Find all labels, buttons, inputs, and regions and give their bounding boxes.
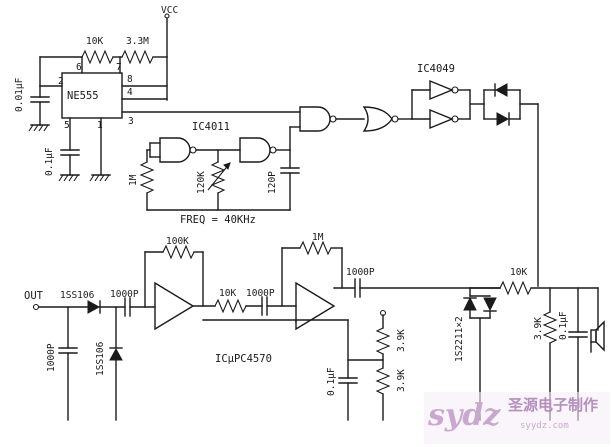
- opamp-1: [154, 281, 195, 331]
- resistor-10k-mid: [214, 298, 247, 314]
- resistor-3m3: [121, 49, 154, 65]
- resistor-10k-out: [499, 280, 532, 296]
- ground-symbol: [28, 124, 50, 132]
- ic4049-label: IC4049: [417, 63, 455, 75]
- out-terminal[interactable]: [32, 303, 40, 311]
- c-right-label: 0.1μF: [558, 311, 569, 340]
- c-mid-label: 1000P: [246, 288, 275, 299]
- c-120p-label: 120P: [267, 171, 278, 194]
- diode-pair-b: [483, 297, 497, 312]
- diode-lower: [496, 112, 510, 126]
- c-out2-label: 1000P: [346, 267, 375, 278]
- ic4011-label: IC4011: [192, 121, 230, 133]
- ne555-pin-5: 5: [64, 120, 70, 131]
- r-3k9-a-label: 3.9K: [396, 329, 407, 352]
- nand-gate-1: [159, 137, 191, 163]
- ne555-pin-7: 7: [116, 62, 122, 73]
- or-gate: [362, 106, 393, 132]
- transducer-icon: [590, 329, 597, 343]
- icupc4570-label: ICμPC4570: [215, 353, 272, 365]
- c-shunt-label: 1000P: [46, 343, 57, 372]
- d-shunt-label: 1SS106: [95, 341, 106, 376]
- ne555-pin-4: 4: [127, 87, 133, 98]
- resistor-3k9-a: [375, 327, 391, 355]
- resistor-100k: [162, 244, 195, 260]
- d-pair-label: 1S2211×2: [454, 316, 465, 362]
- diode-pair-a: [463, 296, 477, 311]
- ne555-pin-6: 6: [76, 62, 82, 73]
- nand-gate-2: [239, 137, 271, 163]
- ne555-section: VCC NE555 2 6 7 8 4 3 5 1 10K 3.3M: [14, 5, 301, 182]
- diode-1ss106: [87, 300, 101, 314]
- r-100k-label: 100K: [166, 236, 189, 247]
- r-1m-label: 1M: [128, 174, 139, 186]
- ne555-pin-1: 1: [97, 120, 103, 131]
- receiver-amp: OUT 1SS106 1000P 1SS106 1000P 100K: [24, 232, 501, 421]
- diode-shunt: [109, 347, 123, 361]
- r-3k9-b-label: 3.9K: [396, 369, 407, 392]
- freq-note: FREQ = 40KHz: [180, 214, 256, 226]
- watermark-logo: sydz: [427, 398, 501, 433]
- diode-upper: [494, 83, 508, 97]
- driver-section: IC4049: [299, 63, 539, 287]
- c-timing-label: 0.01μF: [14, 77, 25, 112]
- r-10k-label: 10K: [86, 36, 103, 47]
- r-3k9-right-label: 3.9K: [533, 317, 544, 340]
- r-3m3-label: 3.3M: [126, 36, 149, 47]
- resistor-1m-fb: [299, 240, 332, 256]
- watermark-url: syydz.com: [520, 421, 569, 431]
- resistor-3k9-right: [542, 311, 558, 344]
- ne555-chip: [61, 72, 123, 119]
- r-120k-label: 120K: [196, 171, 207, 194]
- r-10k-mid-label: 10K: [219, 288, 236, 299]
- watermark-site-name: 圣源电子制作: [507, 396, 598, 414]
- c-in-label: 1000P: [110, 289, 139, 300]
- watermark: sydz 圣源电子制作 syydz.com: [424, 392, 610, 444]
- c-ctrl-label: 0.1μF: [44, 147, 55, 176]
- ground-symbol: [89, 174, 111, 182]
- vcc-terminal: [164, 13, 170, 19]
- d-out-label: 1SS106: [60, 290, 95, 301]
- inverter-1: [429, 79, 454, 101]
- r-1m-fb-label: 1M: [312, 232, 324, 243]
- ic4011-oscillator: IC4011 1M 120K 120P FRE: [128, 121, 301, 226]
- c-bias-label: 0.1μF: [326, 367, 337, 396]
- resistor-10k: [81, 49, 114, 65]
- vcc-label: VCC: [161, 5, 178, 16]
- nand-gate-mixer: [299, 106, 331, 132]
- resistor-3k9-b: [375, 367, 391, 395]
- ne555-pin-2: 2: [58, 76, 64, 87]
- ne555-pin-8: 8: [127, 74, 133, 85]
- ground-symbol: [58, 174, 80, 182]
- out-label: OUT: [24, 290, 44, 302]
- resistor-1m: [139, 161, 155, 194]
- opamp-2: [295, 281, 336, 331]
- ne555-pin-3: 3: [128, 116, 134, 127]
- inverter-2: [429, 108, 454, 130]
- r-10k-out-label: 10K: [510, 267, 527, 278]
- ne555-label: NE555: [67, 90, 99, 102]
